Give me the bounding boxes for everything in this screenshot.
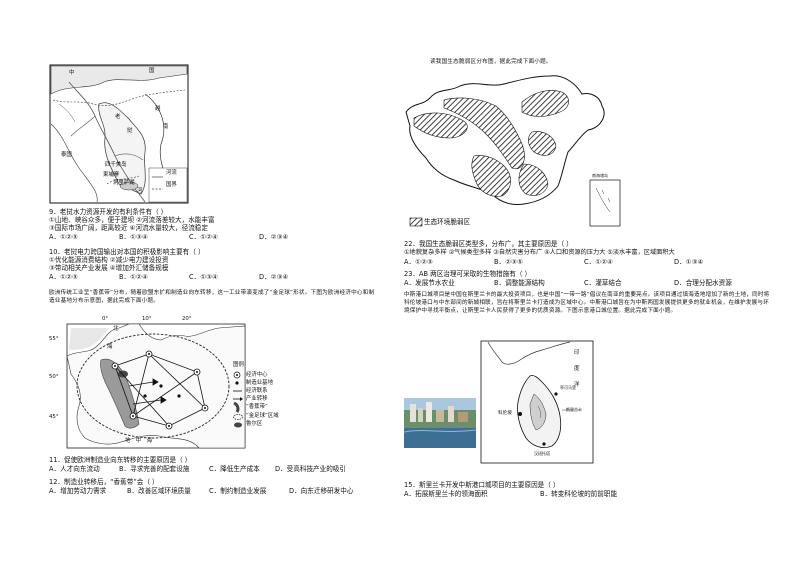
q12-option-a[interactable]: A．增加劳动力需求 [49, 487, 107, 495]
q12-option-d[interactable]: D．向东迁移研发中心 [289, 487, 354, 495]
europe-map-graphic [66, 323, 246, 449]
label-mediterranean: 地 中 海 [125, 438, 152, 444]
question-12-options: A．增加劳动力需求 B．改善区域环境质量 C．制约制造业发展 D．向东迁移研发中心 [49, 487, 379, 495]
china-map-graphic [405, 75, 621, 227]
china-map-caption: 读我国生态脆弱区分布图，据此完成下面小题。 [430, 59, 552, 65]
q12-option-b[interactable]: B．改善区域环境质量 [127, 487, 191, 495]
legend-gold-football: “金足球”区域 [246, 413, 279, 419]
q23-option-d[interactable]: D．合理分配水资源 [674, 279, 732, 287]
legend-river: 河流 [166, 170, 177, 176]
label-four-thousand-islands: 四千美岛 [105, 162, 127, 168]
label-ocean: 洋 [574, 382, 580, 388]
question-9-statements-2: ③国际市场广阔，距离较近 ④河流水量较大，径流稳定 [49, 224, 208, 232]
q9-option-d[interactable]: D．②③④ [259, 233, 289, 241]
lat-55: 55° [49, 336, 59, 342]
q22-option-d[interactable]: D．①③④ [674, 258, 704, 266]
label-vietnam-2: 南 [163, 124, 169, 130]
label-china-2: 国 [149, 68, 155, 74]
map-china-fragile: 南海诸岛 生态环境脆弱区 [404, 72, 624, 234]
question-10-options: A．①②③ B．①②④ C．①③④ D．②③④ [49, 273, 379, 281]
lon-10: 10° [142, 316, 152, 322]
legend-border: 国界 [166, 182, 177, 188]
label-tonle-sap: 洞里萨湖 [113, 180, 135, 186]
map-sri-lanka: 印 度 洋 科伦坡 亭可马里 汉班托塔 斯里兰卡 [480, 340, 594, 464]
legend-title: 图例 [233, 362, 244, 368]
question-12-stem: 12．制造业转移后，“香蕉带”会（ ） [49, 478, 159, 486]
legend-ruhr: 鲁尔区 [246, 421, 263, 427]
q10-option-b[interactable]: B．①②④ [119, 273, 148, 281]
laos-map-graphic [49, 64, 189, 204]
label-trincomalee: 亭可马里 [560, 385, 576, 390]
q23-option-a[interactable]: A．发展节水农业 [404, 279, 455, 287]
q22-option-b[interactable]: B．②③⑤ [494, 258, 523, 266]
q11-option-b[interactable]: B．寻求完善的配套设施 [119, 465, 190, 473]
question-9-statements-1: ①山地、峡谷众多，便于建坝 ②河流落差较大，水能丰富 [49, 216, 215, 224]
legend-economic-link: 经济联系 [246, 388, 268, 394]
question-22-options: A．①②③ B．②③⑤ C．①②④ D．①③④ [404, 258, 764, 266]
map-europe: 0° 10° 20° 55° 50° 45° 北 海 地 中 海 图例 经济中心… [49, 316, 325, 450]
lon-0: 0° [102, 316, 109, 322]
label-river: 河 [137, 188, 143, 194]
label-indian-1: 印 [574, 350, 580, 356]
label-sri-lanka: 斯里兰卡 [566, 407, 582, 412]
legend-industrial-transfer: 产业转移 [246, 396, 268, 402]
sri-lanka-paragraph: 中斯港口城项目是中国在斯里兰卡的最大投资项目，也是中国“一带一路”倡议在南亚的重… [404, 292, 770, 314]
label-vietnam-1: 越 [155, 106, 161, 112]
label-cambodia: 柬埔寨 [103, 172, 120, 178]
label-north-1: 北 [113, 326, 119, 332]
label-north-sea: 海 [107, 344, 113, 350]
lat-45: 45° [49, 414, 59, 420]
question-10-statements-2: ③带动相关产业发展 ④增加外汇储备规模 [49, 264, 169, 272]
question-23-options: A．发展节水农业 B．调整能源结构 C．灌草结合 D．合理分配水资源 [404, 279, 764, 287]
map-laos: 中 国 越 南 老 挝 泰国 四千美岛 柬埔寨 洞里萨湖 河 河流 国界 [49, 64, 189, 204]
q11-option-d[interactable]: D．受高科技产业的吸引 [275, 465, 347, 473]
q9-option-b[interactable]: B．①③④ [119, 233, 148, 241]
q10-option-d[interactable]: D．②③④ [259, 273, 289, 281]
legend-economic-center: 经济中心 [246, 372, 268, 378]
port-city-photo-graphic [404, 398, 476, 448]
q22-option-a[interactable]: A．①②③ [404, 258, 433, 266]
q23-option-c[interactable]: C．灌草结合 [584, 279, 622, 287]
label-thailand: 泰国 [61, 152, 72, 158]
q9-option-c[interactable]: C．①②④ [189, 233, 218, 241]
lon-20: 20° [182, 316, 192, 322]
question-15-options: A．拓展斯里兰卡的领海面积 B．转变科伦坡的前前职能 [404, 490, 764, 498]
question-22-stem: 22．我国生态脆弱区类型多，分布广，其主要原因是（ ） [404, 240, 573, 248]
q11-option-a[interactable]: A．人才向东流动 [49, 465, 100, 473]
question-11-stem: 11．促使欧洲制造业向东转移的主要原因是（ ） [49, 456, 192, 464]
q10-option-c[interactable]: C．①③④ [189, 273, 218, 281]
question-22-statements: ①地貌复杂多样 ②气候类型多样 ③自然灾害分布广 ④人口和资源的压力大 ⑤淡水丰… [404, 249, 675, 256]
question-9-stem: 9．老挝水力资源开发的有利条件有（ ） [49, 208, 168, 216]
q11-option-c[interactable]: C．降低生产成本 [209, 465, 260, 473]
q10-option-a[interactable]: A．①②③ [49, 273, 78, 281]
legend-banana-belt: “香蕉带” [246, 404, 268, 410]
q15-option-a[interactable]: A．拓展斯里兰卡的领海面积 [404, 490, 488, 498]
label-hambantota: 汉班托塔 [534, 451, 550, 456]
port-city-photo [404, 398, 476, 448]
q12-option-c[interactable]: C．制约制造业发展 [209, 487, 267, 495]
q15-option-b[interactable]: B．转变科伦坡的前前职能 [540, 490, 618, 498]
question-15-stem: 15．斯里兰卡开发中斯港口城项目的主要原因是（ ） [404, 481, 560, 489]
legend-fragile-zone: 生态环境脆弱区 [424, 218, 471, 226]
q9-option-a[interactable]: A．①②③ [49, 233, 78, 241]
europe-intro-paragraph: 欧洲传统工业呈“香蕉带”分布，随着欧盟东扩和制造业向东转移，这一工业带演变成了“… [49, 290, 375, 304]
question-11-options: A．人才向东流动 B．寻求完善的配套设施 C．降低生产成本 D．受高科技产业的吸引 [49, 465, 379, 473]
legend-manufacturing-base: 制造业基地 [246, 380, 273, 386]
label-indian-2: 度 [574, 366, 580, 372]
q22-option-c[interactable]: C．①②④ [584, 258, 613, 266]
label-laos-1: 老 [115, 114, 121, 120]
label-laos-2: 挝 [127, 128, 133, 134]
label-china-1: 中 [69, 70, 75, 76]
q23-option-b[interactable]: B．调整能源结构 [494, 279, 545, 287]
lat-50: 50° [49, 374, 59, 380]
question-23-stem: 23．AB 两区治理可采取的生物措施有（ ） [404, 270, 532, 278]
question-10-stem: 10．老挝电力跨国输出对本国的积极影响主要有（ ） [49, 248, 205, 256]
question-9-options: A．①②③ B．①③④ C．①②④ D．②③④ [49, 233, 379, 241]
label-colombo: 科伦坡 [498, 411, 512, 416]
inset-south-china-sea: 南海诸岛 [592, 173, 608, 178]
sri-lanka-map-graphic [480, 340, 594, 464]
question-10-statements-1: ①优化能源消费结构 ②减少电力建设投资 [49, 256, 169, 264]
